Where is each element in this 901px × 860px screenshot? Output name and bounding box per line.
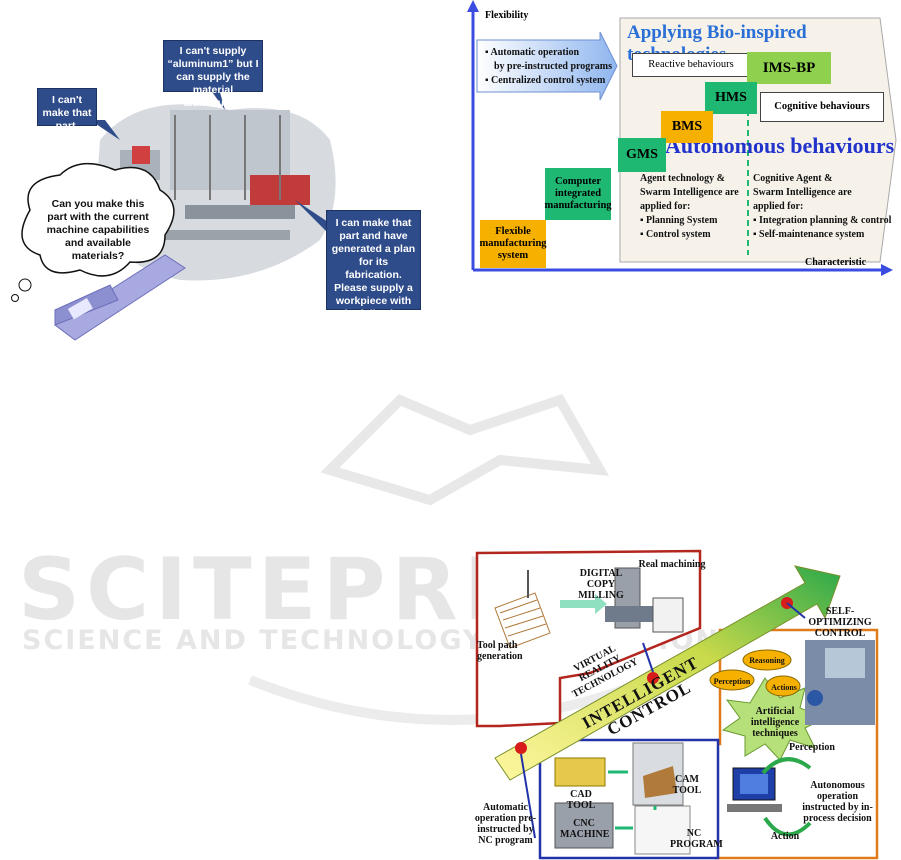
- y-axis-label: Flexibility: [485, 10, 529, 21]
- reasoning-label: Reasoning: [749, 656, 785, 665]
- bms-box: BMS: [661, 111, 713, 143]
- factory-image: [11, 75, 340, 341]
- panel-intelligent-control: DIGITAL COPY MILLING Real machining Tool…: [465, 548, 901, 860]
- cam-tool-label: CAM TOOL: [672, 774, 702, 796]
- actions-label: Actions: [771, 683, 797, 692]
- tool-path-label: Tool path generation: [477, 640, 523, 662]
- panel-multi-agent-scenario: I can't make that part. I can't supply “…: [0, 0, 450, 350]
- autonomous-label: Autonomous operation instructed by in-pr…: [802, 780, 873, 824]
- bubble-cant-make: I can't make that part.: [37, 88, 97, 132]
- action2-label: Action: [770, 831, 800, 842]
- ai-label: Artificial intelligence techniques: [750, 706, 800, 739]
- auto-op-label: Automatic operation pre-instructed by NC…: [474, 802, 537, 846]
- part-drawing: [54, 254, 186, 341]
- tool-path-drawing: [494, 592, 551, 649]
- panel-evolution-chart: Flexibility Characteristic Applying Bio-…: [465, 0, 901, 290]
- cim-box: Computer integrated manufacturing: [544, 168, 612, 220]
- cnc-machine-label: CNC MACHINE: [560, 818, 610, 840]
- real-machining-label: Real machining: [638, 559, 706, 570]
- agent-list: Agent technology & Swarm Intelligence ar…: [640, 173, 739, 240]
- perception-label: Perception: [713, 677, 751, 686]
- gms-box: GMS: [618, 138, 666, 172]
- hms-box: HMS: [705, 82, 757, 114]
- perception2-label: Perception: [789, 742, 835, 753]
- digital-copy-label: DIGITAL COPY MILLING: [578, 568, 624, 601]
- thought-cloud: [21, 162, 175, 277]
- arrow-list: ▪ Automatic operation by pre-instructed …: [485, 47, 612, 86]
- thought-cloud-text: Can you make this part with the current …: [46, 198, 150, 262]
- intelligent-control-diagram: [475, 549, 879, 860]
- reactive-behaviours-box: Reactive behaviours: [632, 53, 750, 77]
- cognitive-behaviours-box: Cognitive behaviours: [760, 92, 884, 122]
- bubble-cant-supply: I can't supply “aluminum1” but I can sup…: [163, 40, 263, 109]
- cognitive-list: Cognitive Agent & Swarm Intelligence are…: [753, 173, 892, 240]
- x-axis-label: Characteristic: [805, 257, 867, 268]
- fms-box: Flexible manufacturing system: [479, 220, 547, 268]
- bubble-can-make: I can make that part and have generated …: [326, 210, 421, 333]
- ims-bp-box: IMS-BP: [747, 52, 831, 84]
- cad-tool-label: CAD TOOL: [566, 789, 596, 811]
- self-optimizing-label: SELF-OPTIMIZING CONTROL: [808, 606, 872, 639]
- nc-program-label: NC PROGRAM: [670, 828, 723, 850]
